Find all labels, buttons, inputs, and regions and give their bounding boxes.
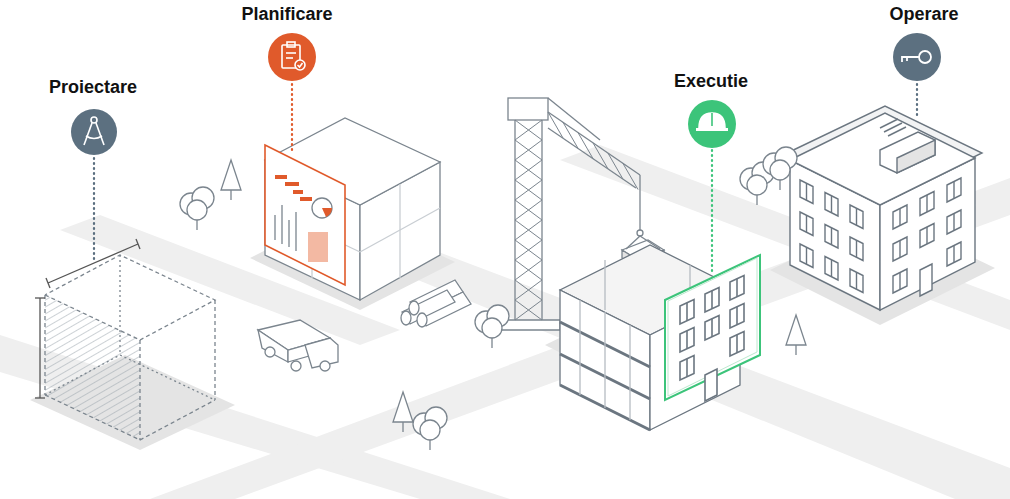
building-windows (800, 178, 961, 296)
stage-label: Planificare (241, 3, 332, 25)
roads (0, 145, 1010, 499)
stage-label: Operare (889, 3, 958, 25)
pads (30, 210, 995, 450)
construction-building (560, 245, 760, 430)
leader-lines (94, 84, 917, 272)
pipes (401, 280, 471, 327)
operating-building (783, 106, 982, 310)
stage-icons (71, 33, 941, 155)
stage-label: Executie (674, 70, 748, 92)
stage-label: Proiectare (49, 76, 137, 98)
trees (180, 147, 806, 450)
facade-windows (680, 275, 744, 401)
dump-truck (258, 320, 338, 371)
design-wireframe (35, 239, 215, 440)
